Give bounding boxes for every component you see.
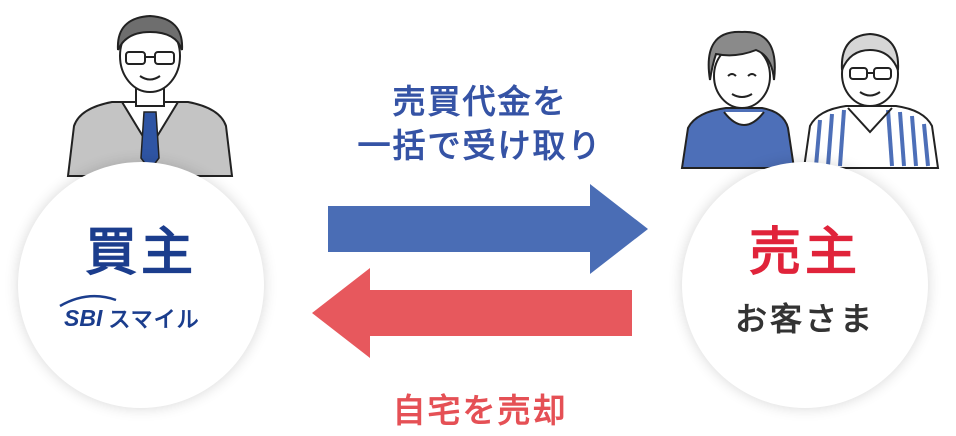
sbi-smile-logo: SBI スマイル	[59, 294, 200, 334]
buyer-circle: 買主 SBI スマイル	[18, 162, 264, 408]
seller-circle: 売主 お客さま	[682, 162, 928, 408]
arrow-right-icon	[328, 184, 648, 274]
businessman-illustration	[66, 14, 234, 177]
buyer-role-label: 買主	[84, 223, 197, 283]
seller-subtitle: お客さま	[734, 300, 875, 338]
logo-name-text: スマイル	[108, 308, 200, 333]
seller-role-label: 売主	[748, 223, 861, 283]
sale-caption: 自宅を売却	[392, 391, 568, 430]
logo-sbi-text: SBI	[64, 304, 103, 331]
arrow-left-icon	[312, 268, 632, 358]
logo-swoosh-icon	[59, 294, 117, 308]
payment-caption: 売買代金を 一括で受け取り	[310, 80, 650, 168]
elderly-couple-illustration	[680, 30, 940, 169]
payment-caption-line2: 一括で受け取り	[357, 126, 603, 165]
payment-caption-line1: 売買代金を	[392, 82, 568, 121]
